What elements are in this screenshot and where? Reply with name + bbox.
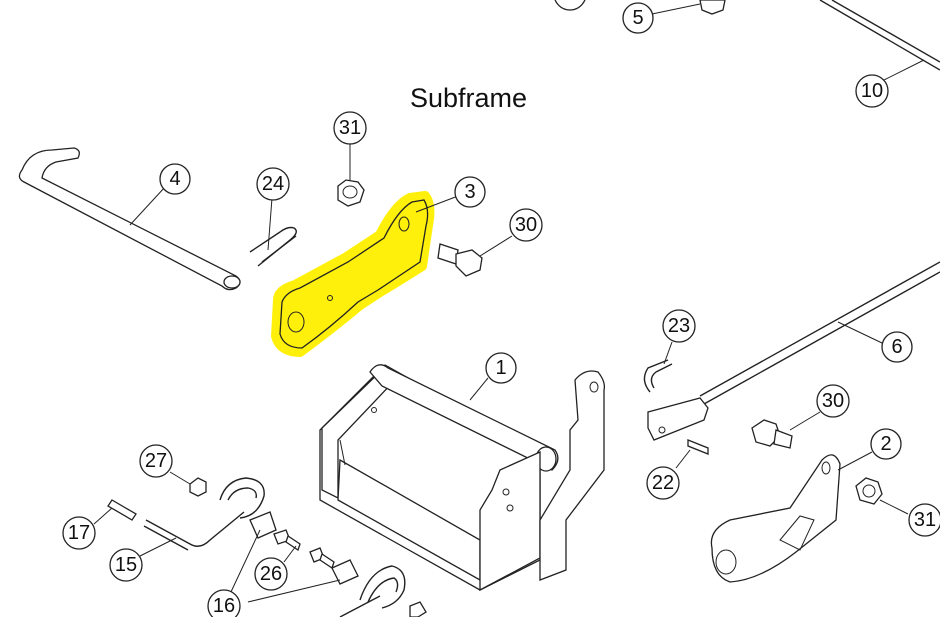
svg-text:23: 23 [668, 315, 690, 337]
svg-text:26: 26 [260, 563, 282, 585]
part-31-nut-top [337, 143, 365, 207]
part-27-nut [169, 471, 207, 497]
callout-1: 1 [485, 352, 517, 384]
svg-text:31: 31 [914, 509, 936, 531]
svg-text:16: 16 [213, 595, 235, 617]
callout-6: 6 [881, 331, 913, 363]
part-24-hairpin [249, 197, 297, 267]
callout-27: 27 [139, 444, 173, 478]
svg-text:24: 24 [262, 173, 284, 195]
part-30-bolt-lower [751, 411, 821, 449]
part-5-bolt [651, 0, 726, 15]
part-15-spring-lower [339, 565, 427, 617]
part-16-clip-right [247, 559, 359, 603]
svg-text:30: 30 [515, 214, 537, 236]
callout-30-upper: 30 [509, 208, 543, 242]
svg-text:27: 27 [145, 450, 167, 472]
svg-text:6: 6 [891, 336, 902, 358]
svg-text:3: 3 [464, 181, 475, 203]
svg-text:2: 2 [880, 433, 891, 455]
part-30-bolt-upper [437, 235, 513, 277]
svg-text:17: 17 [68, 522, 90, 544]
svg-text:10: 10 [861, 80, 883, 102]
part-26-bolts [273, 529, 335, 570]
callout-26: 26 [254, 557, 288, 591]
svg-text:1: 1 [495, 357, 506, 379]
part-2-bracket [710, 451, 873, 583]
svg-text:30: 30 [822, 390, 844, 412]
part-22-pin [675, 439, 709, 469]
callout-16: 16 [207, 589, 241, 617]
part-16-clip-left [229, 511, 277, 595]
callout-17: 17 [62, 516, 96, 550]
callout-10: 10 [855, 74, 889, 108]
callout-2: 2 [870, 428, 902, 460]
callout-3: 3 [454, 176, 486, 208]
part-23-hairpin [643, 341, 673, 393]
part-6-rod [647, 261, 940, 441]
part-31-nut-lower [855, 477, 909, 515]
callout-23: 23 [662, 309, 696, 343]
svg-text:32: 32 [559, 0, 581, 5]
callout-22: 22 [646, 466, 680, 500]
callout-15: 15 [109, 548, 143, 582]
part-3-plate-highlight [271, 191, 459, 357]
svg-text:4: 4 [169, 168, 180, 190]
svg-text:31: 31 [339, 117, 361, 139]
part-4-pin [18, 147, 241, 291]
part-17-pin [93, 499, 137, 525]
svg-text:15: 15 [115, 554, 137, 576]
part-10-rod [819, 0, 940, 83]
part-1-subframe [319, 364, 606, 592]
callout-31-top: 31 [333, 111, 367, 145]
diagram-title: Subframe [410, 83, 527, 113]
callout-24: 24 [256, 167, 290, 201]
part-15-spring [139, 477, 265, 557]
callout-30-lower: 30 [816, 384, 850, 418]
callout-4: 4 [159, 163, 191, 195]
callout-32: 32 [554, 0, 586, 11]
callout-31-lower: 31 [908, 503, 940, 537]
callout-5: 5 [622, 2, 654, 34]
highlight-region [271, 191, 435, 357]
svg-text:22: 22 [652, 472, 674, 494]
svg-text:5: 5 [632, 7, 643, 29]
